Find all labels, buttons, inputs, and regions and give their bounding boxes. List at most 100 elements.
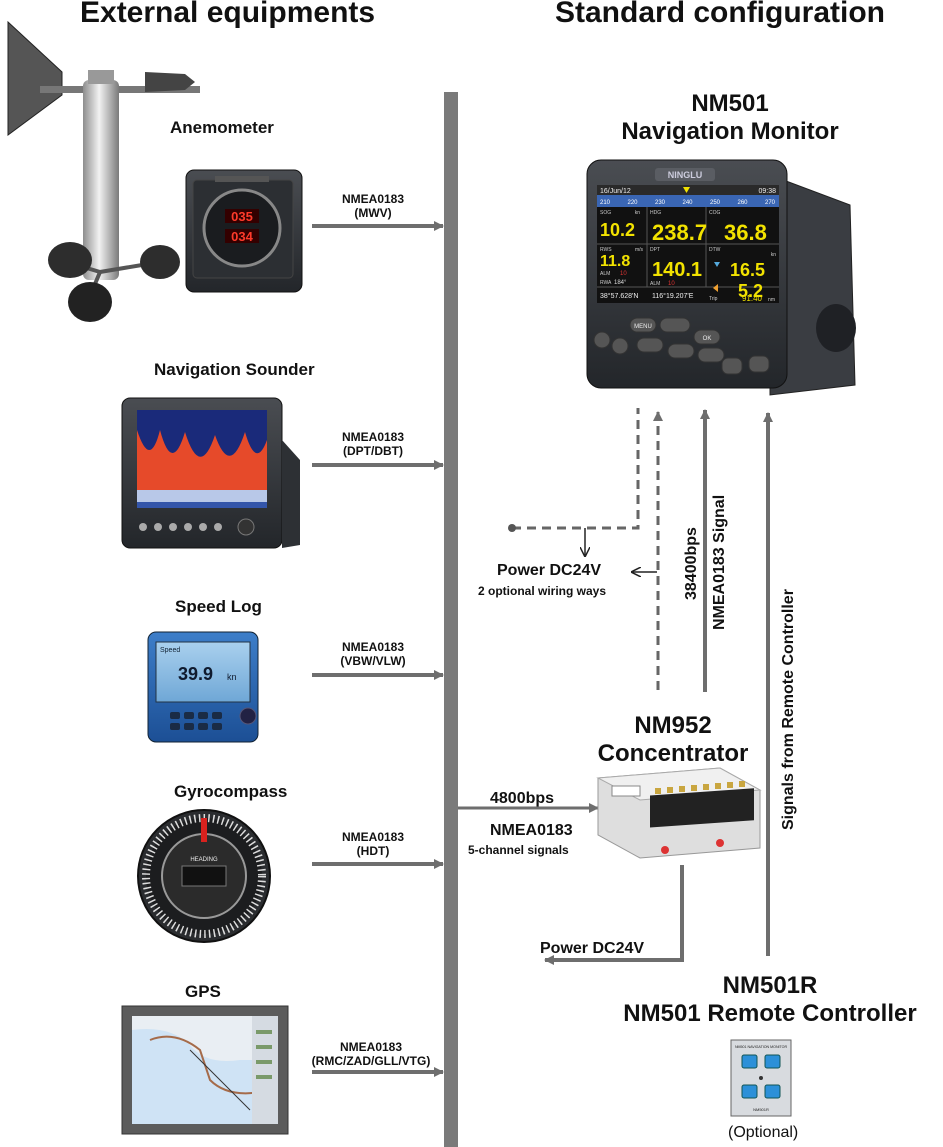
anemometer-protocol: NMEA0183 — [341, 192, 405, 206]
anemometer-display-value-1: 035 — [231, 209, 253, 224]
monitor-brand: NINGLU — [668, 170, 703, 180]
monitor-trip-unit: nm — [768, 297, 775, 303]
anemometer-display-value-2: 034 — [231, 229, 253, 244]
monitor-lon: 116°19.207'E — [652, 292, 694, 300]
monitor-rws-label: RWS — [600, 247, 612, 253]
gps-protocol: NMEA0183 — [339, 1040, 403, 1054]
gyrocompass-nmea-label: NMEA0183 (HDT) — [318, 830, 428, 858]
sounder-sentences: (DPT/DBT) — [343, 444, 403, 458]
monitor-compass-tick: 220 — [627, 200, 638, 206]
wiring-note-label: 2 optional wiring ways — [478, 584, 607, 598]
monitor-cog-value: 36.8 — [724, 220, 767, 245]
anemometer-label: Anemometer — [170, 118, 274, 137]
speed-log-label: Speed Log — [175, 597, 262, 616]
concentrator-channels-label: 5-channel signals — [468, 843, 569, 857]
monitor-alm2-value: 10 — [668, 281, 675, 287]
monitor-sog-unit: kn — [635, 210, 641, 216]
monitor-trip-label: Trip — [709, 296, 718, 302]
gps-nmea-label: NMEA0183 (RMC/ZAD/GLL/VTG) — [296, 1040, 446, 1068]
anemometer-sentences: (MWV) — [354, 206, 392, 220]
gps-image — [121, 1005, 289, 1135]
gps-label: GPS — [185, 982, 221, 1001]
speed-log-screen-unit: kn — [227, 672, 237, 682]
monitor-hdg-value: 238.7 — [652, 220, 707, 245]
gyrocompass-dial-text: HEADING — [190, 857, 218, 863]
monitor-compass-tick: 270 — [765, 200, 776, 206]
remote-title: NM501R NM501 Remote Controller — [590, 972, 943, 1028]
concentrator-name: Concentrator — [597, 740, 749, 767]
monitor-trip-value: 91.40 — [742, 294, 763, 303]
monitor-image — [586, 159, 856, 396]
header-standard-configuration: Standard configuration — [555, 0, 885, 29]
sounder-image — [121, 397, 300, 549]
monitor-menu-button[interactable]: MENU — [634, 324, 652, 330]
sounder-protocol: NMEA0183 — [341, 430, 405, 444]
speed-log-sentences: (VBW/VLW) — [340, 654, 406, 668]
monitor-compass-ticks: 210 220 230 240 250 260 270 — [600, 200, 776, 206]
speed-log-protocol: NMEA0183 — [341, 640, 405, 654]
monitor-dtw-arrow — [713, 284, 718, 292]
monitor-dpt-value: 140.1 — [652, 259, 702, 281]
remote-panel-title: NM501 NAVIGATION MONITOR — [735, 1045, 788, 1049]
monitor-compass-tick: 210 — [600, 200, 611, 206]
anemometer-display-image — [185, 169, 303, 293]
gyrocompass-protocol: NMEA0183 — [341, 830, 405, 844]
remote-panel-footer: NM501R — [753, 1107, 769, 1112]
anemometer-sensor-image — [7, 20, 200, 322]
speed-log-image — [147, 631, 259, 743]
monitor-hdg-label: HDG — [650, 210, 661, 216]
monitor-rwa-label: RWA — [600, 280, 612, 286]
power-dashed-line-1 — [512, 408, 640, 530]
concentrator-rate-label: 4800bps — [490, 790, 555, 807]
monitor-compass-tick: 240 — [682, 200, 693, 206]
concentrator-title: NM952 Concentrator — [568, 712, 778, 768]
concentrator-protocol-label: NMEA0183 — [490, 822, 573, 839]
monitor-compass-tick: 260 — [737, 200, 748, 206]
remote-model: NM501R — [722, 972, 818, 999]
gps-sentences: (RMC/ZAD/GLL/VTG) — [311, 1054, 431, 1068]
monitor-alm2-label: ALM — [650, 281, 660, 287]
power-terminal-1 — [508, 524, 516, 532]
monitor-rws-value: 11.8 — [600, 253, 630, 270]
remote-name: NM501 Remote Controller — [623, 1000, 917, 1027]
concentrator-image — [596, 767, 762, 859]
monitor-dpt-label: DPT — [650, 247, 660, 253]
sounder-nmea-label: NMEA0183 (DPT/DBT) — [318, 430, 428, 458]
monitor-dtw-label: DTW — [709, 247, 721, 253]
monitor-compass-tick: 250 — [710, 200, 721, 206]
monitor-alm1-value: 10 — [620, 271, 627, 277]
monitor-xte-value: 16.5 — [730, 260, 765, 280]
anemometer-nmea-label: NMEA0183 (MWV) — [318, 192, 428, 220]
monitor-cog-label: COG — [709, 210, 721, 216]
monitor-ok-button[interactable]: OK — [703, 336, 712, 342]
gyrocompass-sentences: (HDT) — [356, 844, 390, 858]
data-bus — [444, 92, 458, 1147]
monitor-lat: 38°57.628'N — [600, 292, 638, 300]
speed-log-screen-value: 39.9 — [178, 664, 213, 684]
monitor-dtw-unit: kn — [771, 252, 777, 258]
monitor-xte-arrow — [714, 262, 720, 267]
speed-log-screen-title: Speed — [160, 647, 180, 654]
monitor-alm1-label: ALM — [600, 271, 610, 277]
monitor-compass-tick: 230 — [655, 200, 666, 206]
monitor-sog-value: 10.2 — [600, 220, 635, 240]
speed-log-nmea-label: NMEA0183 (VBW/VLW) — [318, 640, 428, 668]
concentrator-model: NM952 — [634, 712, 712, 739]
gyrocompass-label: Gyrocompass — [174, 782, 288, 801]
remote-image — [730, 1039, 792, 1117]
monitor-rwa-value: 184° — [614, 280, 627, 286]
gyrocompass-image — [137, 809, 271, 943]
power-monitor-label: Power DC24V — [497, 562, 602, 579]
remote-optional-label: (Optional) — [728, 1124, 799, 1141]
monitor-rws-unit: m/s — [635, 247, 644, 253]
header-external-equipments: External equipments — [80, 0, 376, 29]
monitor-model: NM501 — [691, 90, 769, 117]
monitor-screen-date: 16/Jun/12 — [600, 188, 631, 195]
monitor-dtw-value: 5.2 — [738, 281, 763, 301]
concentrator-power-label: Power DC24V — [540, 940, 645, 957]
monitor-name: Navigation Monitor — [621, 118, 839, 145]
monitor-sog-label: SOG — [600, 210, 611, 216]
monitor-title: NM501 Navigation Monitor — [590, 90, 870, 146]
concentrator-power-line — [544, 865, 684, 965]
